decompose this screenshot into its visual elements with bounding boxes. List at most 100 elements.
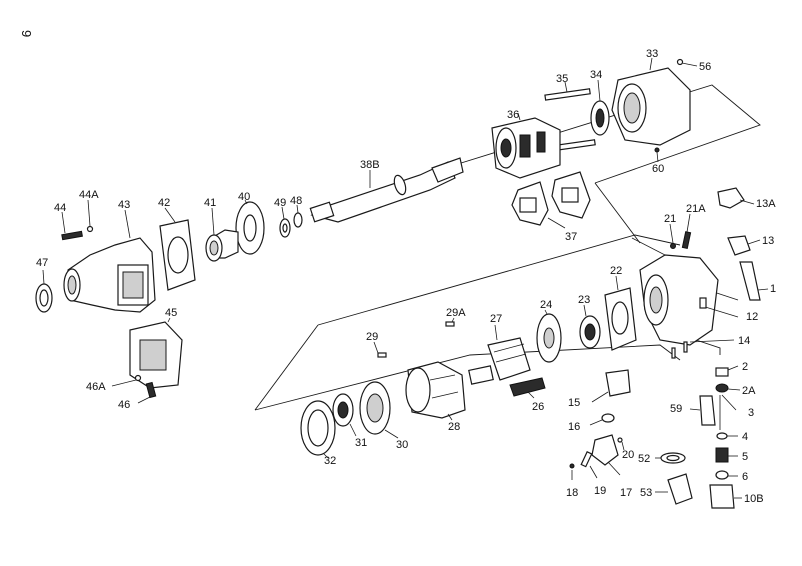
callout-43: 43: [118, 199, 130, 211]
part-18-ball: [569, 463, 575, 480]
callout-41: 41: [204, 197, 216, 209]
part-42-gasket: [159, 207, 196, 291]
callout-45: 45: [165, 307, 177, 319]
callout-labels: 1 2 2A 3 4 5 6 12 13 13A 10B 14 15 16 17…: [36, 48, 776, 505]
callout-44: 44: [54, 202, 66, 214]
callout-21: 21: [664, 213, 676, 225]
part-21-screw: [669, 223, 676, 249]
part-4-o-ring: [716, 432, 738, 440]
callout-23: 23: [578, 294, 590, 306]
part-52-washer: [655, 452, 686, 464]
callout-42: 42: [158, 197, 170, 209]
callout-59: 59: [670, 403, 682, 415]
part-27-rotor: [468, 324, 531, 385]
callout-24: 24: [540, 299, 552, 311]
callout-2: 2: [742, 361, 748, 373]
part-10B-inlet-bushing: [709, 484, 742, 509]
callout-20: 20: [622, 449, 634, 461]
callout-12: 12: [746, 311, 758, 323]
part-6-ring: [715, 470, 738, 480]
part-1-rear-housing: [631, 237, 719, 346]
callout-26: 26: [532, 401, 544, 413]
callout-35: 35: [556, 73, 568, 85]
callout-34: 34: [590, 69, 602, 81]
callout-19: 19: [594, 485, 606, 497]
callout-27: 27: [490, 313, 502, 325]
callout-46: 46: [118, 399, 130, 411]
part-48-o-ring: [293, 204, 303, 228]
callout-49: 49: [274, 197, 286, 209]
callout-40: 40: [238, 191, 250, 203]
part-29A-pin: [445, 317, 455, 327]
part-19-screw: [580, 451, 598, 479]
callout-37: 37: [565, 231, 577, 243]
part-20-pin: [617, 437, 625, 451]
callout-17: 17: [620, 487, 632, 499]
part-1-trigger-lever: [739, 261, 769, 301]
part-41-bushing: [205, 207, 239, 262]
part-46A-washer: [111, 374, 142, 387]
callout-22: 22: [610, 265, 622, 277]
part-3-sleeve: [719, 394, 737, 430]
callout-60: 60: [652, 163, 664, 175]
part-22-gasket: [604, 275, 637, 351]
part-49-washer: [279, 206, 291, 238]
callout-56: 56: [699, 61, 711, 73]
callout-46A: 46A: [86, 381, 106, 393]
part-28-cylinder: [405, 361, 466, 421]
callout-53: 53: [640, 487, 652, 499]
part-2-cap: [715, 365, 739, 377]
part-45-cover: [129, 317, 183, 389]
callout-30: 30: [396, 439, 408, 451]
part-13A-lever: [717, 187, 755, 209]
part-26-vane: [509, 377, 546, 399]
callout-48: 48: [290, 195, 302, 207]
callout-14: 14: [738, 335, 750, 347]
part-44A-washer: [86, 199, 94, 233]
callout-44A: 44A: [79, 189, 99, 201]
callout-2A: 2A: [742, 385, 756, 397]
part-40-gasket: [235, 199, 265, 255]
callout-16: 16: [568, 421, 580, 433]
callout-4: 4: [742, 431, 748, 443]
callout-21A: 21A: [686, 203, 706, 215]
callout-36: 36: [507, 109, 519, 121]
part-5-spring: [715, 447, 738, 463]
part-15-regulator: [591, 369, 631, 403]
part-43-front-housing: [63, 209, 156, 313]
part-34-seal: [590, 79, 610, 136]
callout-31: 31: [355, 437, 367, 449]
page-number: 9: [19, 30, 34, 37]
callout-1: 1: [770, 283, 776, 295]
callout-5: 5: [742, 451, 748, 463]
part-38B-anvil: [309, 157, 464, 223]
part-36-hammer-frame: [491, 112, 561, 179]
callout-32: 32: [324, 455, 336, 467]
part-46-screw: [137, 381, 157, 404]
part-37-hammers: [511, 171, 591, 229]
part-23-bearing: [579, 304, 601, 349]
part-12-handle-spring: [699, 297, 739, 318]
part-24-end-plate: [536, 309, 562, 363]
callout-3: 3: [748, 407, 754, 419]
part-13-lever: [727, 235, 761, 256]
callout-47: 47: [36, 257, 48, 269]
part-33-hammer-case: [611, 57, 691, 146]
callout-10B: 10B: [744, 493, 764, 505]
callout-18: 18: [566, 487, 578, 499]
callout-15: 15: [568, 397, 580, 409]
callout-52: 52: [638, 453, 650, 465]
part-32-gasket: [300, 400, 336, 459]
part-14-pins: [671, 339, 735, 359]
part-30-end-plate: [359, 381, 399, 439]
part-59-spring: [689, 395, 716, 426]
part-16-o-ring: [589, 413, 615, 426]
callout-29A: 29A: [446, 307, 466, 319]
callout-29: 29: [366, 331, 378, 343]
part-60-ball: [654, 147, 660, 163]
part-47-seal: [35, 269, 53, 313]
part-56-screw: [676, 58, 698, 67]
part-53-inlet: [655, 473, 693, 505]
part-2A-seal: [715, 383, 741, 393]
